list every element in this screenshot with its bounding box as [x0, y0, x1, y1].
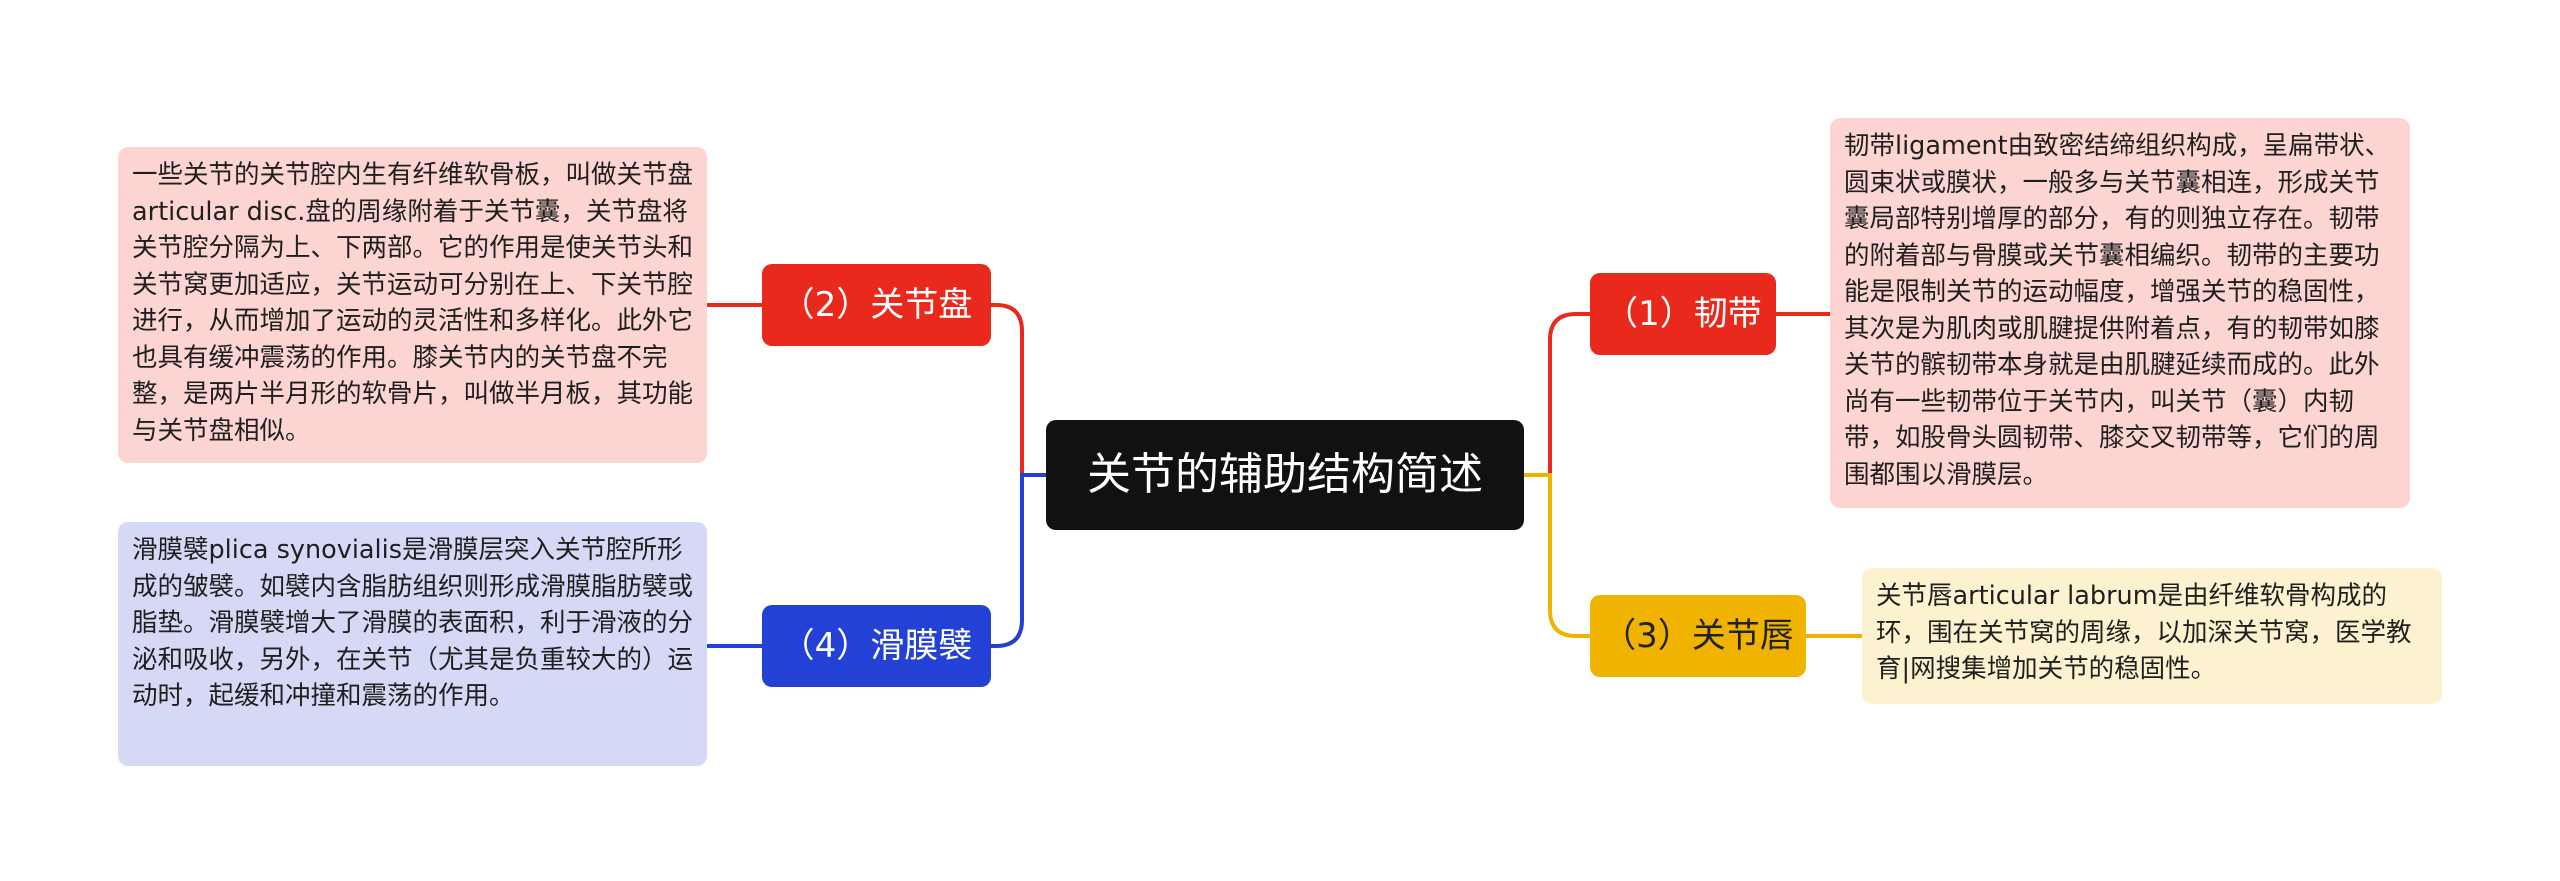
- branch-plica[interactable]: （4）滑膜襞: [762, 605, 991, 687]
- connector-root-ligament: [1524, 312, 1590, 477]
- note-plica[interactable]: 滑膜襞plica synovialis是滑膜层突入关节腔所形成的皱襞。如襞内含脂…: [118, 522, 707, 766]
- connector-root-disc: [991, 303, 1046, 477]
- connector-root-plica: [991, 473, 1046, 648]
- connector-root-labrum: [1524, 473, 1590, 638]
- root-topic[interactable]: 关节的辅助结构简述: [1046, 420, 1524, 530]
- branch-disc[interactable]: （2）关节盘: [762, 264, 991, 346]
- branch-ligament[interactable]: （1）韧带: [1590, 273, 1776, 355]
- note-ligament[interactable]: 韧带ligament由致密结缔组织构成，呈扁带状、圆束状或膜状，一般多与关节囊相…: [1830, 118, 2410, 508]
- note-disc[interactable]: 一些关节的关节腔内生有纤维软骨板，叫做关节盘articular disc.盘的周…: [118, 147, 707, 463]
- note-labrum[interactable]: 关节唇articular labrum是由纤维软骨构成的环，围在关节窝的周缘，以…: [1862, 568, 2442, 704]
- branch-labrum[interactable]: （3）关节唇: [1590, 595, 1806, 677]
